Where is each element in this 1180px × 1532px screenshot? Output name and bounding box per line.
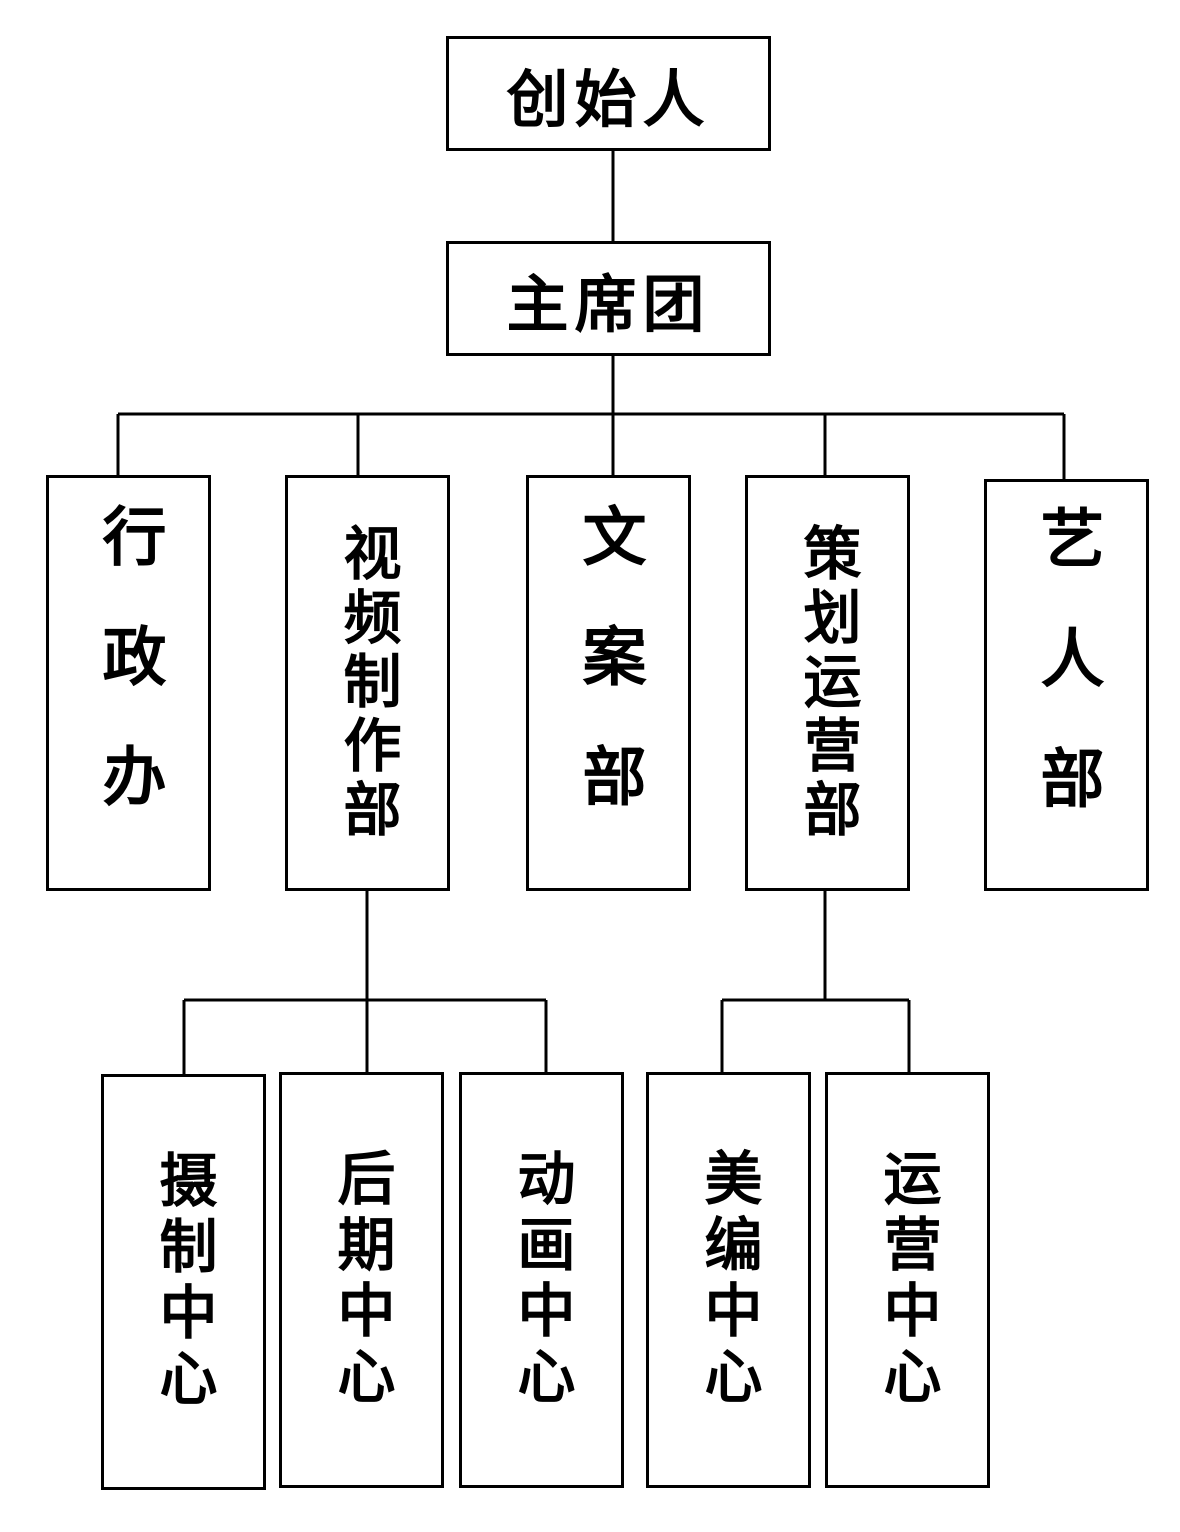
node-shooting-center-label: 摄制中心 (149, 1150, 218, 1414)
node-copywriting: 文案部 (526, 475, 691, 891)
node-art-editing-center-label: 美编中心 (694, 1148, 763, 1412)
node-post-production-center-label: 后期中心 (327, 1148, 396, 1412)
node-founder: 创始人 (446, 36, 771, 151)
node-operations-center: 运营中心 (825, 1072, 990, 1488)
node-presidium-label: 主席团 (506, 267, 711, 341)
node-art-editing-center: 美编中心 (646, 1072, 811, 1488)
node-animation-center: 动画中心 (459, 1072, 624, 1488)
node-founder-label: 创始人 (506, 62, 711, 136)
node-presidium: 主席团 (446, 241, 771, 356)
node-post-production-center: 后期中心 (279, 1072, 444, 1488)
node-admin-office-label: 行政办 (91, 503, 166, 863)
node-shooting-center: 摄制中心 (101, 1074, 266, 1490)
node-planning-operations: 策划运营部 (745, 475, 910, 891)
node-video-production-label: 视频制作部 (333, 523, 402, 843)
node-operations-center-label: 运营中心 (873, 1148, 942, 1412)
node-admin-office: 行政办 (46, 475, 211, 891)
node-artist: 艺人部 (984, 479, 1149, 891)
node-animation-center-label: 动画中心 (507, 1148, 576, 1412)
node-planning-operations-label: 策划运营部 (793, 523, 862, 843)
node-video-production: 视频制作部 (285, 475, 450, 891)
node-artist-label: 艺人部 (1029, 505, 1104, 865)
node-copywriting-label: 文案部 (571, 503, 646, 863)
